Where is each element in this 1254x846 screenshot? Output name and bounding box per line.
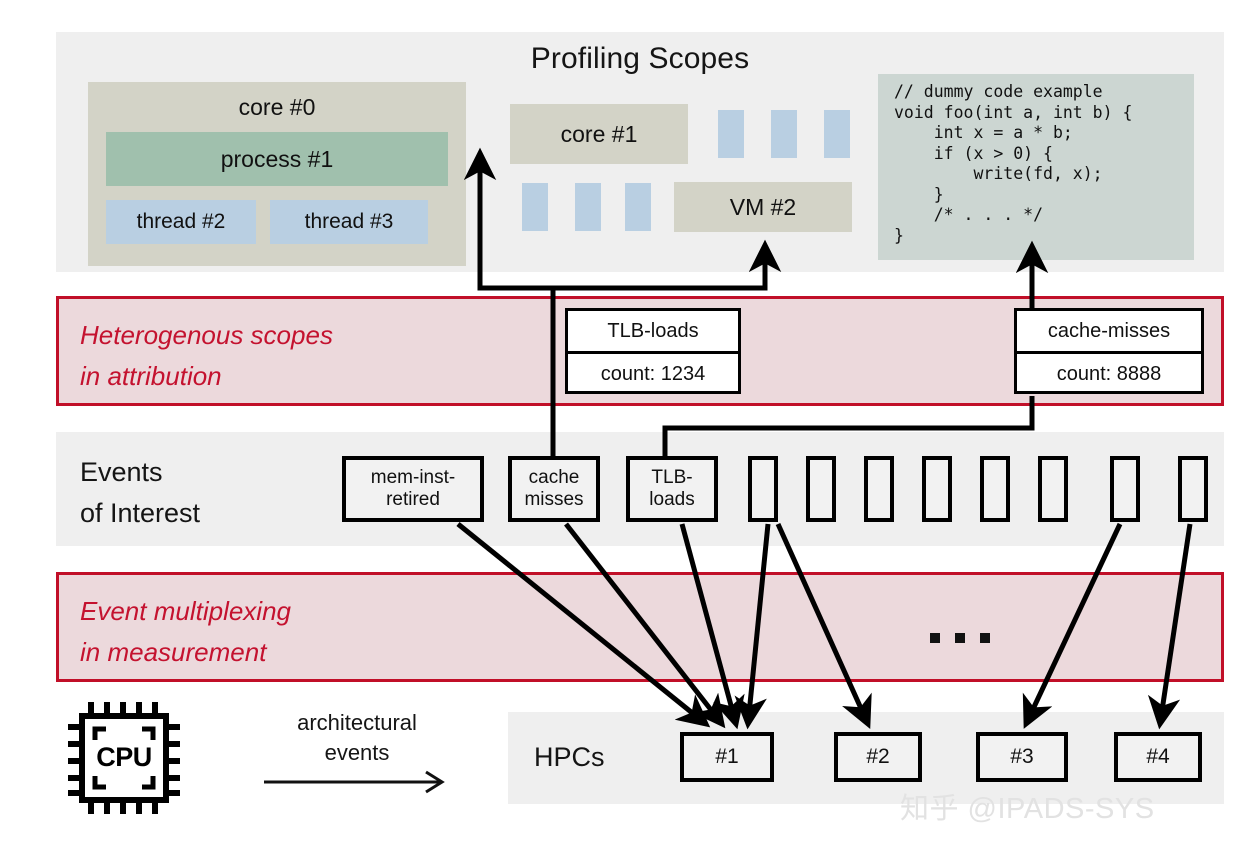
scope-core1-label: core #1 — [560, 120, 638, 147]
hpc-box-2[interactable]: #2 — [834, 732, 922, 782]
counter-name: cache-misses — [1017, 311, 1201, 354]
cpu-label: CPU — [96, 742, 152, 772]
page-title: Profiling Scopes — [530, 42, 750, 75]
scope-chip-a2 — [771, 110, 797, 158]
counter-card-tlb-loads[interactable]: TLB-loads count: 1234 — [565, 308, 741, 394]
event-box-empty[interactable] — [1110, 456, 1140, 522]
scope-process1-label: process #1 — [220, 145, 334, 172]
architectural-events-arrow-icon — [262, 768, 452, 796]
scope-chip-b1 — [522, 183, 548, 231]
event-box-empty[interactable] — [922, 456, 952, 522]
cpu-chip-icon: CPU — [66, 700, 182, 816]
scope-vm2-label: VM #2 — [729, 193, 797, 220]
scope-vm2[interactable]: VM #2 — [674, 182, 852, 232]
scope-thread2-label: thread #2 — [136, 210, 226, 233]
ellipsis-dot — [980, 633, 990, 643]
counter-card-cache-misses[interactable]: cache-misses count: 8888 — [1014, 308, 1204, 394]
scope-core0[interactable]: core #0 process #1 thread #2 thread #3 — [88, 82, 466, 266]
scope-chip-a1 — [718, 110, 744, 158]
event-box-empty[interactable] — [1178, 456, 1208, 522]
architectural-events-label: architectural events — [297, 710, 417, 765]
hpc-box-1[interactable]: #1 — [680, 732, 774, 782]
event-box-label: mem-inst- retired — [370, 467, 456, 510]
event-box-empty[interactable] — [806, 456, 836, 522]
event-box-mem-inst-retired[interactable]: mem-inst- retired — [342, 456, 484, 522]
scope-chip-b3 — [625, 183, 651, 231]
scope-process1[interactable]: process #1 — [106, 132, 448, 186]
scope-core1[interactable]: core #1 — [510, 104, 688, 164]
hpc-box-3[interactable]: #3 — [976, 732, 1068, 782]
hpc-box-label: #2 — [866, 745, 890, 768]
hpc-box-label: #4 — [1146, 745, 1170, 768]
cpu-chip-text: CPU — [66, 742, 182, 773]
event-box-label: TLB- loads — [649, 467, 695, 510]
watermark: 知乎 @IPADS-SYS — [900, 793, 1155, 825]
hpc-box-label: #3 — [1010, 745, 1034, 768]
counter-name: TLB-loads — [568, 311, 738, 354]
ellipsis-dot — [930, 633, 940, 643]
event-box-label: cache misses — [524, 467, 584, 510]
scope-core0-label: core #0 — [238, 94, 316, 120]
code-snippet: // dummy code example void foo(int a, in… — [894, 82, 1133, 245]
scope-chip-a3 — [824, 110, 850, 158]
scope-thread3[interactable]: thread #3 — [270, 200, 428, 244]
scope-thread3-label: thread #3 — [304, 210, 394, 233]
hpc-box-label: #1 — [715, 745, 739, 768]
event-box-empty[interactable] — [980, 456, 1010, 522]
ellipsis-dot — [955, 633, 965, 643]
counter-count: count: 1234 — [600, 362, 706, 385]
hpcs-label: HPCs — [534, 742, 605, 772]
counter-count: count: 8888 — [1056, 362, 1162, 385]
hpc-box-4[interactable]: #4 — [1114, 732, 1202, 782]
event-box-empty[interactable] — [864, 456, 894, 522]
event-box-tlb-loads[interactable]: TLB- loads — [626, 456, 718, 522]
scope-code-block[interactable]: // dummy code example void foo(int a, in… — [878, 74, 1194, 260]
scope-thread2[interactable]: thread #2 — [106, 200, 256, 244]
scope-chip-b2 — [575, 183, 601, 231]
event-box-empty[interactable] — [748, 456, 778, 522]
event-box-empty[interactable] — [1038, 456, 1068, 522]
attribution-band-label: Heterogenous scopes in attribution — [80, 320, 333, 391]
event-box-cache-misses[interactable]: cache misses — [508, 456, 600, 522]
events-band-label: Events of Interest — [80, 457, 201, 528]
multiplexing-band-label: Event multiplexing in measurement — [80, 596, 291, 667]
